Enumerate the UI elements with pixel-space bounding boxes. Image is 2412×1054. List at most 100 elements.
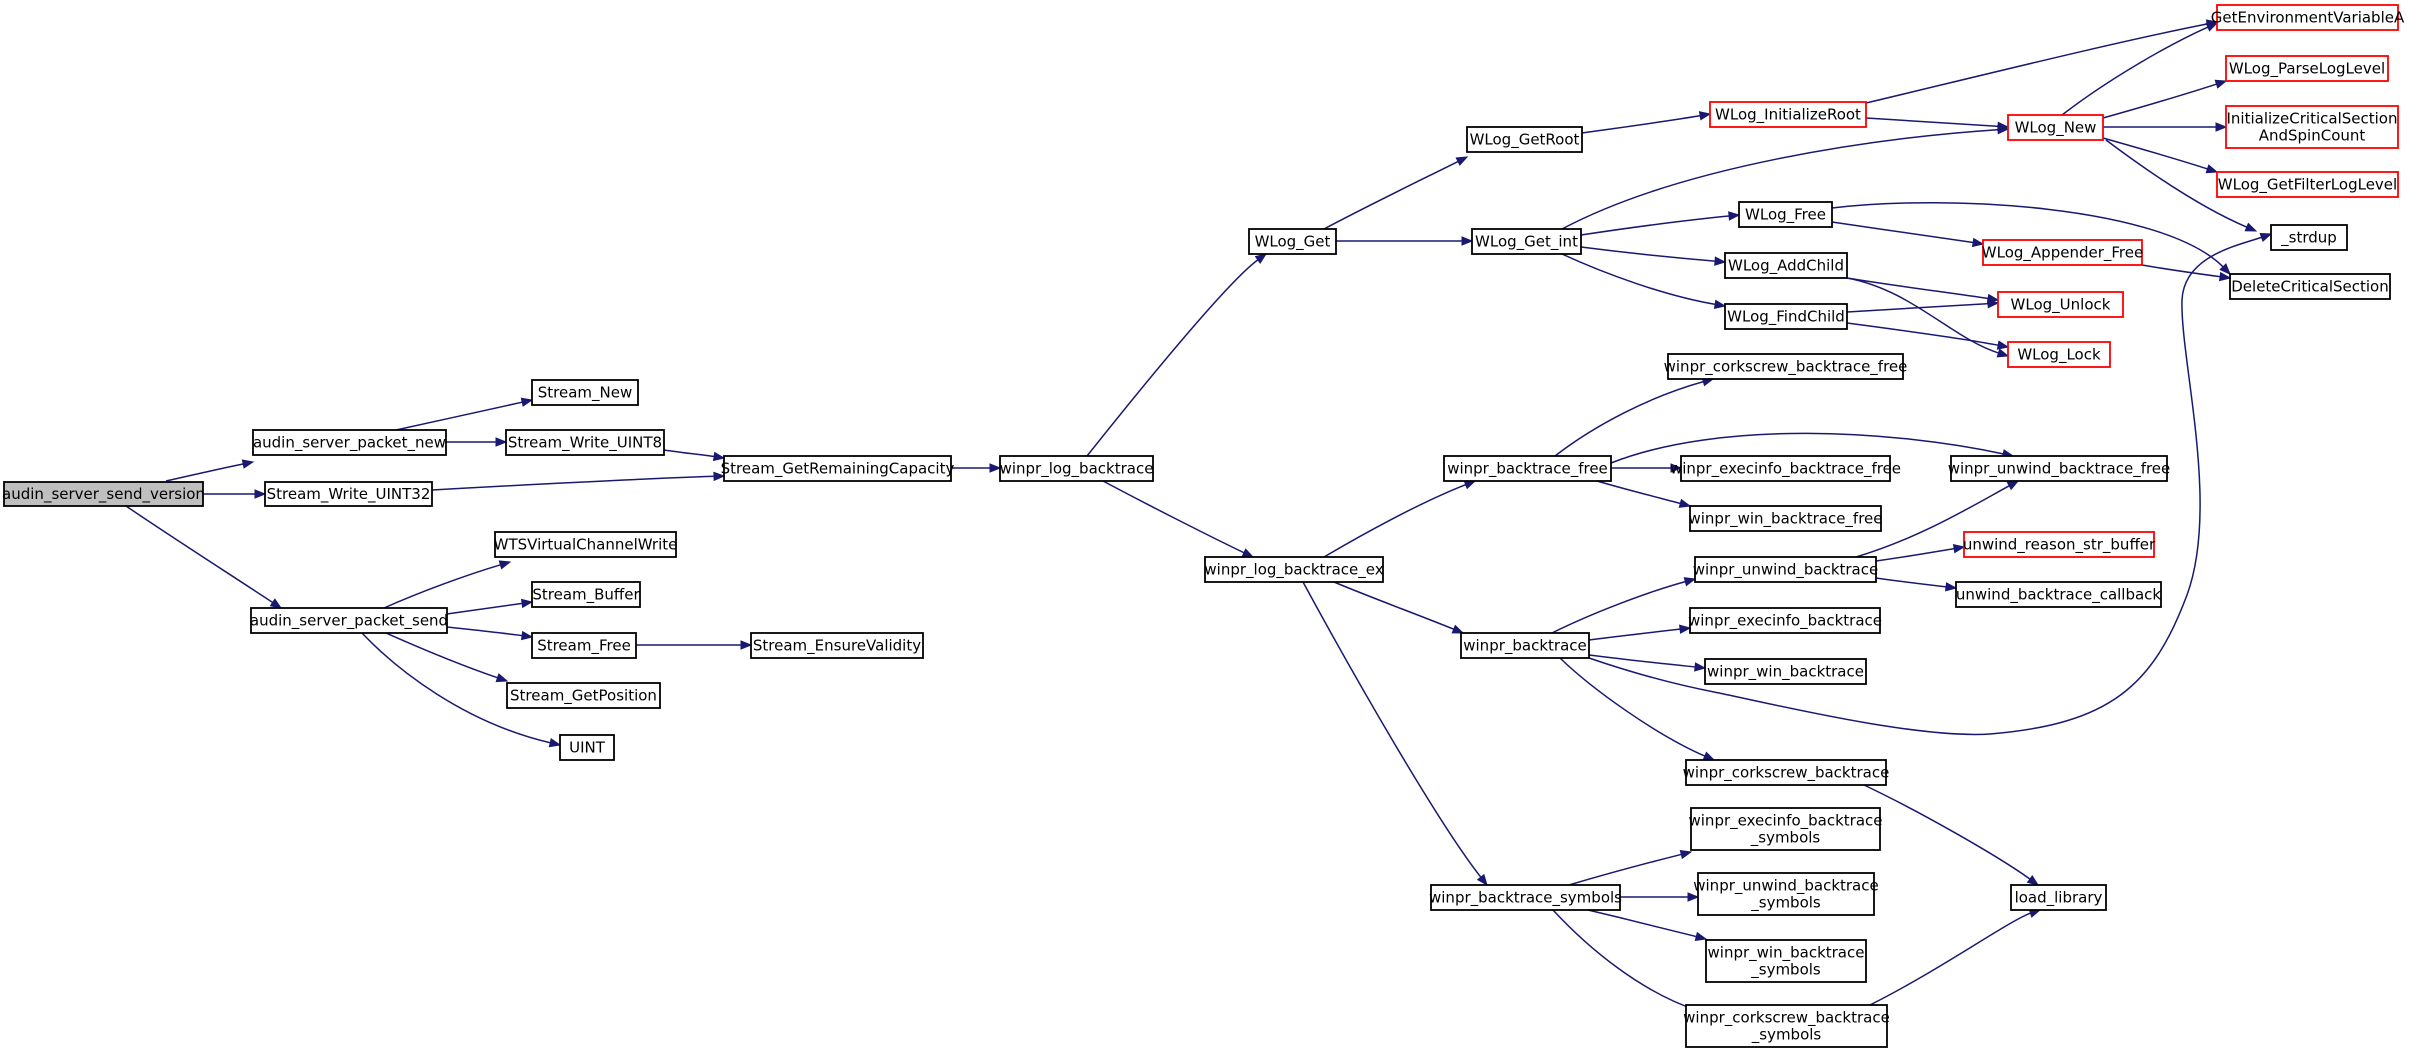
node-wubfree[interactable]: winpr_unwind_backtrace_free: [1948, 455, 2171, 482]
node-box[interactable]: [1204, 556, 1384, 583]
node-box[interactable]: [1709, 101, 1867, 128]
node-box[interactable]: [723, 455, 952, 482]
node-box[interactable]: [2225, 55, 2389, 82]
node-box[interactable]: [1460, 632, 1590, 659]
node-box[interactable]: [1950, 455, 2168, 482]
node-wlunlock[interactable]: WLog_Unlock: [1997, 291, 2124, 318]
node-wlinitroot[interactable]: WLog_InitializeRoot: [1709, 101, 1867, 128]
node-wlgetint[interactable]: WLog_Get_int: [1471, 228, 1582, 255]
node-wcsbsym[interactable]: winpr_corkscrew_backtrace_symbols: [1683, 1004, 1890, 1048]
node-apsend[interactable]: audin_server_packet_send: [250, 607, 448, 634]
node-box[interactable]: [1690, 807, 1881, 851]
node-wlbex[interactable]: winpr_log_backtrace_ex: [1204, 556, 1384, 583]
node-wladdchild[interactable]: WLog_AddChild: [1724, 252, 1848, 279]
node-box[interactable]: [1982, 239, 2143, 266]
node-box[interactable]: [2007, 341, 2111, 368]
node-box[interactable]: [1430, 884, 1621, 911]
node-strdup[interactable]: _strdup: [2270, 224, 2348, 251]
node-snew[interactable]: Stream_New: [531, 379, 639, 406]
node-wcsbfree[interactable]: winpr_corkscrew_backtrace_free: [1664, 353, 1908, 380]
node-box[interactable]: [999, 455, 1154, 482]
node-wwbsym[interactable]: winpr_win_backtrace_symbols: [1705, 939, 1867, 983]
node-box[interactable]: [750, 632, 924, 659]
node-box[interactable]: [1680, 455, 1891, 482]
node-sbuf[interactable]: Stream_Buffer: [531, 581, 641, 608]
node-apnew[interactable]: audin_server_packet_new: [252, 429, 447, 456]
node-box[interactable]: [559, 734, 615, 761]
node-sgrc[interactable]: Stream_GetRemainingCapacity: [721, 455, 955, 482]
node-wlparse[interactable]: WLog_ParseLogLevel: [2225, 55, 2389, 82]
node-box[interactable]: [1694, 556, 1877, 583]
node-box[interactable]: [250, 607, 448, 634]
node-root[interactable]: audin_server_send_version: [2, 481, 205, 507]
node-sev[interactable]: Stream_EnsureValidity: [750, 632, 924, 659]
node-wlget[interactable]: WLog_Get: [1248, 228, 1337, 255]
node-box[interactable]: [506, 682, 661, 709]
node-webt[interactable]: winpr_execinfo_backtrace: [1688, 607, 1882, 634]
node-wwbfree[interactable]: winpr_win_backtrace_free: [1688, 505, 1883, 532]
node-box[interactable]: [1963, 531, 2155, 558]
node-box[interactable]: [1667, 353, 1904, 380]
node-box[interactable]: [2229, 273, 2391, 300]
node-box[interactable]: [264, 481, 433, 507]
node-wubt[interactable]: winpr_unwind_backtrace: [1693, 556, 1878, 583]
node-websym[interactable]: winpr_execinfo_backtrace_symbols: [1689, 807, 1883, 851]
node-swu32[interactable]: Stream_Write_UINT32: [264, 481, 433, 507]
node-wwbt[interactable]: winpr_win_backtrace: [1704, 658, 1867, 685]
node-box[interactable]: [1689, 607, 1881, 634]
node-webfree[interactable]: winpr_execinfo_backtrace_free: [1670, 455, 1901, 482]
node-sfree[interactable]: Stream_Free: [531, 632, 637, 659]
node-wcsbt[interactable]: winpr_corkscrew_backtrace: [1683, 759, 1890, 786]
node-box[interactable]: [2270, 224, 2348, 251]
node-wlfindchild[interactable]: WLog_FindChild: [1724, 303, 1848, 330]
node-wbfree[interactable]: winpr_backtrace_free: [1443, 455, 1612, 482]
node-box[interactable]: [2216, 171, 2399, 198]
node-wbt[interactable]: winpr_backtrace: [1460, 632, 1590, 659]
node-wlgetroot[interactable]: WLog_GetRoot: [1466, 126, 1583, 153]
node-box[interactable]: [1738, 201, 1833, 228]
node-wlappfree[interactable]: WLog_Appender_Free: [1982, 239, 2143, 266]
node-box[interactable]: [1705, 939, 1867, 983]
node-wlfilter[interactable]: WLog_GetFilterLogLevel: [2216, 171, 2399, 198]
node-sgpos[interactable]: Stream_GetPosition: [506, 682, 661, 709]
node-wlb[interactable]: winpr_log_backtrace: [999, 455, 1154, 482]
node-box[interactable]: [1724, 252, 1848, 279]
node-wlnew[interactable]: WLog_New: [2007, 114, 2104, 141]
node-wllock[interactable]: WLog_Lock: [2007, 341, 2111, 368]
node-box[interactable]: [2010, 884, 2107, 911]
node-unwcb[interactable]: unwind_backtrace_callback: [1955, 581, 2162, 608]
node-box[interactable]: [3, 481, 204, 507]
node-wlfree[interactable]: WLog_Free: [1738, 201, 1833, 228]
node-box[interactable]: [1689, 505, 1882, 532]
node-wbsym[interactable]: winpr_backtrace_symbols: [1429, 884, 1622, 911]
node-box[interactable]: [1955, 581, 2162, 608]
node-box[interactable]: [1685, 759, 1887, 786]
node-box[interactable]: [1685, 1004, 1888, 1048]
node-wubsym[interactable]: winpr_unwind_backtrace_symbols: [1693, 872, 1879, 916]
node-box[interactable]: [1704, 658, 1867, 685]
node-wtsvcw[interactable]: WTSVirtualChannelWrite: [494, 531, 678, 558]
node-box[interactable]: [494, 531, 677, 558]
node-box[interactable]: [2007, 114, 2104, 141]
node-box[interactable]: [252, 429, 447, 456]
node-box[interactable]: [2225, 105, 2399, 149]
node-delcs[interactable]: DeleteCriticalSection: [2229, 273, 2391, 300]
node-box[interactable]: [1443, 455, 1612, 482]
node-unwreason[interactable]: unwind_reason_str_buffer: [1963, 531, 2156, 558]
node-box[interactable]: [1724, 303, 1848, 330]
node-box[interactable]: [505, 429, 665, 456]
node-box[interactable]: [1697, 872, 1875, 916]
node-box[interactable]: [1997, 291, 2124, 318]
node-box[interactable]: [1248, 228, 1337, 255]
node-box[interactable]: [2216, 4, 2399, 31]
node-box[interactable]: [1471, 228, 1582, 255]
node-swu8[interactable]: Stream_Write_UINT8: [505, 429, 665, 456]
node-box[interactable]: [531, 632, 637, 659]
node-loadlib[interactable]: load_library: [2010, 884, 2107, 911]
node-box[interactable]: [531, 379, 639, 406]
node-box[interactable]: [531, 581, 641, 608]
node-getenv[interactable]: GetEnvironmentVariableA: [2211, 4, 2405, 31]
node-box[interactable]: [1466, 126, 1583, 153]
node-uint[interactable]: UINT: [559, 734, 615, 761]
